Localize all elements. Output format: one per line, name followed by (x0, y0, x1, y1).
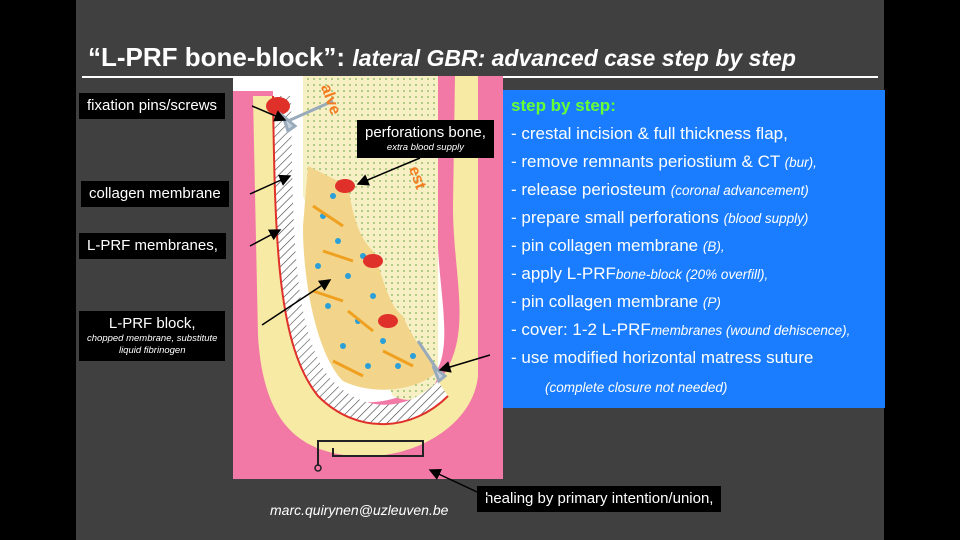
label-collagen-membrane: collagen membrane (81, 181, 229, 207)
step-item: - pin collagen membrane (B), (511, 236, 725, 256)
step-note: (P) (702, 295, 721, 310)
step-text: - pin collagen membrane (511, 236, 699, 255)
slide-title: “L-PRF bone-block”: lateral GBR: advance… (88, 42, 878, 73)
step-item: - prepare small perforations (blood supp… (511, 208, 808, 228)
label-lprf-block-text: L-PRF block, (108, 315, 196, 332)
step-text: - apply L-PRF (511, 264, 616, 283)
label-perforations-text: perforations bone, (365, 124, 486, 141)
label-lprf-block: L-PRF block, chopped membrane, substitut… (79, 311, 226, 361)
label-fixation-pins: fixation pins/screws (79, 93, 226, 119)
step-item: - remove remnants periostium & CT (bur), (511, 152, 817, 172)
step-note: (bur), (784, 155, 817, 170)
step-note: bone-block (20% overfill), (615, 267, 769, 282)
step-text: - remove remnants periostium & CT (511, 152, 780, 171)
label-collagen-text: collagen membrane (89, 185, 221, 202)
author-email: marc.quirynen@uzleuven.be (270, 502, 449, 518)
step-text: - cover: 1-2 L-PRF (511, 320, 651, 339)
bone-band (253, 76, 478, 457)
suture-line (317, 440, 424, 466)
steps-panel: step by step: - crestal incision & full … (503, 90, 885, 408)
step-note: (B), (702, 239, 725, 254)
label-perforations-sub: extra blood supply (386, 142, 465, 153)
step-item: - pin collagen membrane (P) (511, 292, 721, 312)
step-text: - use modified horizontal matress suture (511, 348, 814, 367)
step-text: - prepare small perforations (511, 208, 719, 227)
step-text: - crestal incision & full thickness flap… (511, 124, 788, 143)
steps-heading: step by step: (511, 96, 616, 115)
step-item: - crestal incision & full thickness flap… (511, 124, 788, 144)
step-note: membranes (wound dehiscence), (650, 323, 851, 338)
label-lprf-membranes: L-PRF membranes, (79, 233, 226, 259)
step-item: - use modified horizontal matress suture (511, 348, 813, 368)
label-perforations: perforations bone, extra blood supply (357, 120, 494, 158)
step-item: - cover: 1-2 L-PRFmembranes (wound dehis… (511, 320, 850, 340)
label-healing-text: healing by primary intention/union, (485, 490, 714, 507)
title-italic: lateral GBR: advanced case step by step (352, 45, 796, 71)
label-fixation-text: fixation pins/screws (87, 97, 218, 114)
label-lprf-block-sub1: chopped membrane, substitute (87, 333, 218, 344)
label-lprf-membranes-text: L-PRF membranes, (87, 237, 218, 254)
label-healing: healing by primary intention/union, (477, 486, 722, 512)
steps-footer-note: (complete closure not needed) (545, 380, 728, 395)
title-main: “L-PRF bone-block”: (88, 42, 346, 72)
step-note: (coronal advancement) (670, 183, 809, 198)
label-lprf-block-sub2: liquid fibrinogen (118, 345, 186, 356)
step-item: - apply L-PRFbone-block (20% overfill), (511, 264, 768, 284)
collagen-membrane-outline (272, 95, 449, 426)
step-text: - pin collagen membrane (511, 292, 699, 311)
step-item: - release periosteum (coronal advancemen… (511, 180, 809, 200)
suture-knot (314, 464, 322, 472)
step-text: - release periosteum (511, 180, 666, 199)
step-note: (blood supply) (723, 211, 809, 226)
